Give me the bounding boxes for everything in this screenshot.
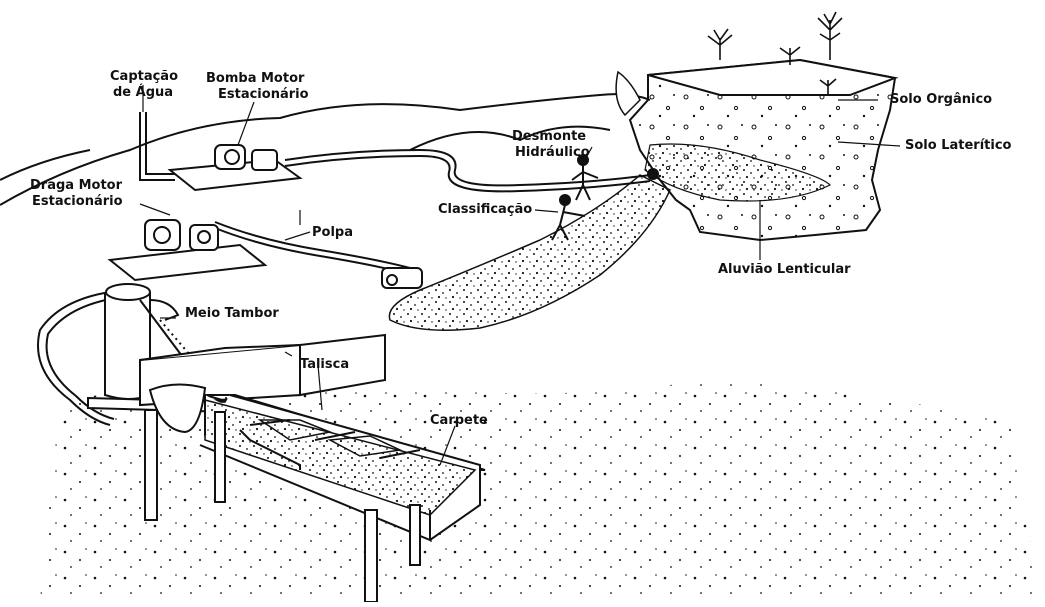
- gravel-slope: [389, 175, 670, 330]
- label-captacao-line2: de Água: [113, 86, 173, 100]
- label-classificacao: Classificação: [438, 203, 532, 217]
- label-captacao-line1: Captação: [110, 70, 178, 84]
- label-draga-line2: Estacionário: [32, 195, 123, 209]
- label-aluviao-lenticular: Aluvião Lenticular: [718, 263, 851, 277]
- label-solo-lateritico: Solo Laterítico: [905, 139, 1011, 153]
- bomba-motor-platform: [170, 145, 300, 190]
- label-desmonte-line1: Desmonte: [512, 130, 586, 144]
- label-bomba-line1: Bomba Motor: [206, 72, 304, 86]
- suction-pump: [382, 268, 422, 288]
- label-solo-organico: Solo Orgânico: [890, 93, 992, 107]
- label-draga-line1: Draga Motor: [30, 179, 122, 193]
- label-polpa: Polpa: [312, 226, 353, 240]
- label-bomba-line2: Estacionário: [218, 88, 309, 102]
- label-meio-tambor: Meio Tambor: [185, 307, 279, 321]
- label-desmonte-line2: Hidráulico: [515, 146, 590, 160]
- label-talisca: Talisca: [300, 358, 349, 372]
- draga-motor-platform: [110, 220, 265, 280]
- label-carpete: Carpete: [430, 414, 488, 428]
